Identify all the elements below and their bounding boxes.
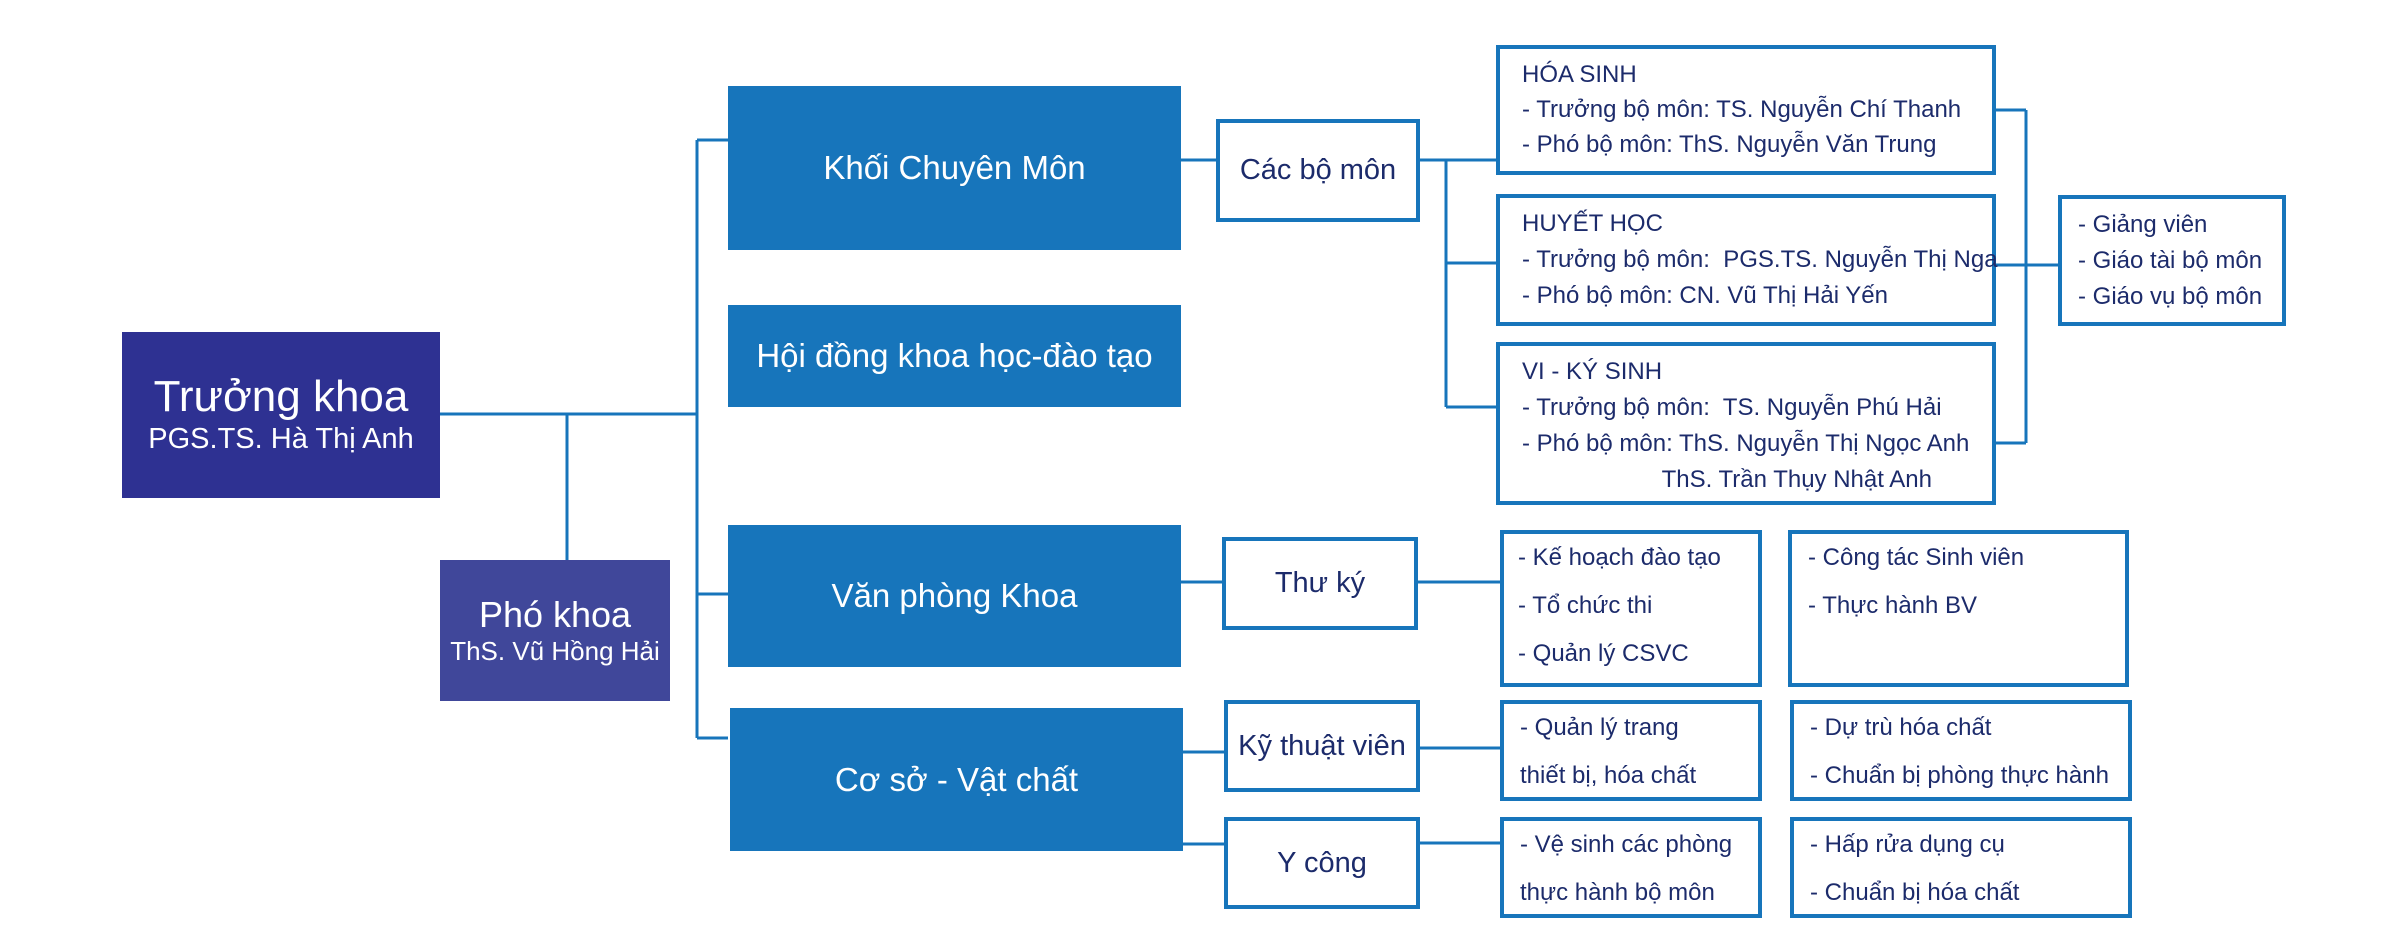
department-name: VI - KÝ SINH: [1522, 358, 1663, 385]
department-line: - Trưởng bộ môn: TS. Nguyễn Phú Hải: [1522, 394, 1942, 421]
staff-roles-box: - Giảng viên - Giáo tài bộ môn - Giáo vụ…: [2058, 195, 2286, 326]
department-card: VI - KÝ SINH - Trưởng bộ môn: TS. Nguyễn…: [1496, 342, 1996, 505]
vice-dean-title: Phó khoa: [478, 594, 632, 636]
dean-name: PGS.TS. Hà Thị Anh: [148, 422, 414, 455]
task-item: - Vệ sinh các phòng: [1520, 831, 1733, 858]
task-item: thực hành bộ môn: [1520, 879, 1715, 906]
department-line: - Phó bộ môn: CN. Vũ Thị Hải Yến: [1522, 282, 1888, 309]
secretary-tasks-a: - Kế hoạch đào tạo - Tổ chức thi - Quản …: [1500, 530, 1762, 687]
department-card: HÓA SINH - Trưởng bộ môn: TS. Nguyễn Chí…: [1496, 45, 1996, 175]
task-item: - Quản lý trang: [1520, 714, 1679, 741]
task-item: - Chuẩn bị hóa chất: [1810, 879, 2020, 906]
technician-tasks-a: - Quản lý trang thiết bị, hóa chất: [1500, 700, 1762, 801]
dean-box: Trưởng khoa PGS.TS. Hà Thị Anh: [122, 332, 440, 498]
department-line: - Phó bộ môn: ThS. Nguyễn Văn Trung: [1522, 131, 1937, 158]
department-line: - Phó bộ môn: ThS. Nguyễn Thị Ngọc Anh: [1522, 430, 1970, 457]
department-line: ThS. Trần Thụy Nhật Anh: [1522, 466, 1932, 493]
sub-unit-departments: Các bộ môn: [1216, 119, 1420, 222]
department-line: - Trưởng bộ môn: PGS.TS. Nguyễn Thị Nga: [1522, 246, 1998, 273]
sub-unit-secretary: Thư ký: [1222, 537, 1418, 630]
task-item: - Dự trù hóa chất: [1810, 714, 1992, 741]
block-facilities: Cơ sở - Vật chất: [730, 708, 1183, 851]
task-item: - Công tác Sinh viên: [1808, 544, 2025, 571]
task-item: thiết bị, hóa chất: [1520, 762, 1697, 789]
sub-unit-janitor: Y công: [1224, 817, 1420, 909]
technician-tasks-b: - Dự trù hóa chất - Chuẩn bị phòng thực …: [1790, 700, 2132, 801]
department-line: - Trưởng bộ môn: TS. Nguyễn Chí Thanh: [1522, 96, 1962, 123]
task-item: - Tổ chức thi: [1518, 592, 1653, 619]
department-name: HÓA SINH: [1522, 61, 1637, 88]
block-office: Văn phòng Khoa: [728, 525, 1181, 667]
staff-role: - Giáo vụ bộ môn: [2078, 283, 2263, 310]
department-card: HUYẾT HỌC - Trưởng bộ môn: PGS.TS. Nguyễ…: [1496, 194, 1998, 326]
staff-role: - Giảng viên: [2078, 211, 2208, 238]
task-item: - Quản lý CSVC: [1518, 640, 1689, 667]
block-council: Hội đồng khoa học-đào tạo: [728, 305, 1181, 407]
janitor-tasks-b: - Hấp rửa dụng cụ - Chuẩn bị hóa chất: [1790, 817, 2132, 918]
janitor-tasks-a: - Vệ sinh các phòng thực hành bộ môn: [1500, 817, 1762, 918]
task-item: - Chuẩn bị phòng thực hành: [1810, 762, 2109, 789]
block-specialty: Khối Chuyên Môn: [728, 86, 1181, 250]
vice-dean-box: Phó khoa ThS. Vũ Hồng Hải: [440, 560, 670, 701]
task-item: - Thực hành BV: [1808, 592, 1978, 619]
dean-title: Trưởng khoa: [153, 372, 409, 422]
vice-dean-name: ThS. Vũ Hồng Hải: [450, 635, 660, 666]
secretary-tasks-b: - Công tác Sinh viên - Thực hành BV: [1788, 530, 2129, 687]
task-item: - Hấp rửa dụng cụ: [1810, 831, 2005, 858]
staff-role: - Giáo tài bộ môn: [2078, 247, 2263, 274]
task-item: - Kế hoạch đào tạo: [1518, 544, 1721, 571]
department-name: HUYẾT HỌC: [1522, 210, 1663, 237]
sub-unit-technician: Kỹ thuật viên: [1224, 700, 1420, 792]
